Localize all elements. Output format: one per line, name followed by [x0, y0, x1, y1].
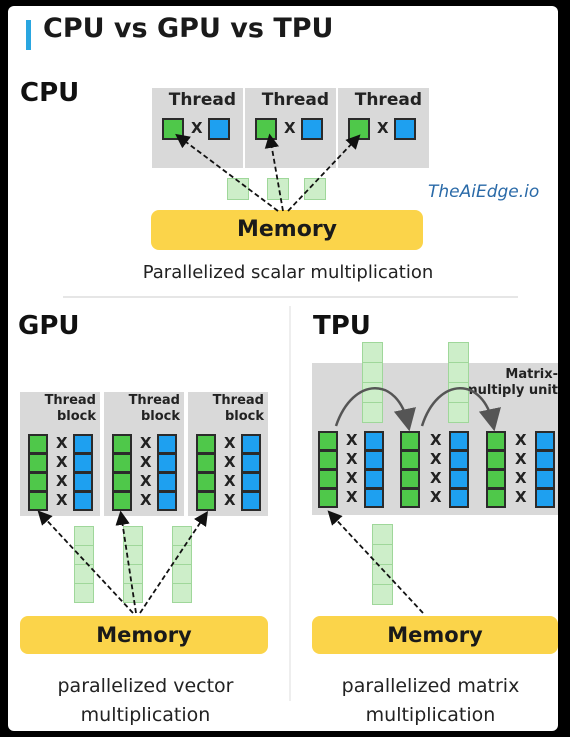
- section-divider: [63, 296, 518, 298]
- cpu-multiply-sign: X: [377, 119, 389, 137]
- gpu-multiply-sign: X: [56, 434, 68, 452]
- gpu-multiply-sign: X: [56, 491, 68, 509]
- gpu-vector-blue-cell: [157, 491, 177, 511]
- watermark: TheAiEdge.io: [428, 182, 540, 202]
- tpu-multiply-sign: X: [515, 469, 527, 487]
- panel: CPU vs GPU vs TPU CPU Thread Thread Thre…: [8, 6, 558, 731]
- tpu-multiply-sign: X: [430, 450, 442, 468]
- tpu-unit-label: Matrix-multiply unit: [464, 367, 558, 398]
- tpu-multiply-sign: X: [346, 431, 358, 449]
- cpu-multiply-sign: X: [191, 119, 203, 137]
- gpu-multiply-sign: X: [140, 453, 152, 471]
- gpu-memory-block: Memory: [20, 616, 268, 654]
- tpu-matrix-blue-cell: [449, 488, 469, 508]
- gpu-arrow: [139, 511, 208, 614]
- tpu-memory-block: Memory: [312, 616, 558, 654]
- cpu-multiply-sign: X: [284, 119, 296, 137]
- gpu-multiply-sign: X: [140, 434, 152, 452]
- tpu-section-title: TPU: [313, 311, 371, 341]
- tpu-multiply-sign: X: [515, 488, 527, 506]
- tpu-matrix-blue-cell: [364, 488, 384, 508]
- tpu-matrix-blue-cell: [535, 488, 555, 508]
- gpu-multiply-sign: X: [224, 491, 236, 509]
- tpu-matrix-multiply-unit: [312, 363, 558, 515]
- tpu-multiply-sign: X: [515, 431, 527, 449]
- cpu-thread-label: Thread: [354, 90, 422, 110]
- cpu-thread-label: Thread: [168, 90, 236, 110]
- gpu-arrow: [37, 510, 134, 614]
- tpu-moving-vector-cell: [448, 402, 469, 423]
- tpu-multiply-sign: X: [430, 488, 442, 506]
- cpu-moving-scalar: [304, 178, 326, 200]
- gpu-arrow: [115, 510, 137, 614]
- cpu-thread-label: Thread: [261, 90, 329, 110]
- gpu-vector-green-cell: [112, 491, 132, 511]
- tpu-arrow: [327, 510, 424, 614]
- section-divider-vertical: [289, 306, 291, 701]
- cpu-arrow: [175, 133, 279, 212]
- gpu-multiply-sign: X: [56, 472, 68, 490]
- cpu-scalar-blue: [208, 118, 230, 140]
- cpu-section-title: CPU: [20, 78, 80, 108]
- gpu-section-title: GPU: [18, 311, 80, 341]
- gpu-multiply-sign: X: [56, 453, 68, 471]
- gpu-multiply-sign: X: [224, 434, 236, 452]
- gpu-vector-blue-cell: [73, 491, 93, 511]
- gpu-moving-vector-cell: [74, 583, 94, 603]
- tpu-multiply-sign: X: [430, 431, 442, 449]
- gpu-vector-green-cell: [28, 491, 48, 511]
- tpu-multiply-sign: X: [430, 469, 442, 487]
- tpu-systolic-arrow: [334, 387, 416, 432]
- tpu-moving-vector-cell: [362, 402, 383, 423]
- cpu-arrow: [287, 134, 361, 212]
- cpu-caption: Parallelized scalar multiplication: [142, 262, 434, 283]
- tpu-multiply-sign: X: [515, 450, 527, 468]
- gpu-multiply-sign: X: [140, 491, 152, 509]
- tpu-systolic-arrow: [420, 387, 501, 432]
- data-flow-arrows: [37, 133, 501, 614]
- page-title: CPU vs GPU vs TPU: [43, 13, 334, 44]
- gpu-multiply-sign: X: [224, 453, 236, 471]
- tpu-multiply-sign: X: [346, 450, 358, 468]
- tpu-multiply-sign: X: [346, 488, 358, 506]
- title-accent-bar: [26, 20, 31, 50]
- cpu-memory-block: Memory: [151, 210, 423, 250]
- gpu-moving-vector-cell: [172, 583, 192, 603]
- tpu-matrix-green-cell: [486, 488, 506, 508]
- cpu-scalar-blue: [394, 118, 416, 140]
- tpu-multiply-sign: X: [346, 469, 358, 487]
- tpu-matrix-green-cell: [318, 488, 338, 508]
- gpu-vector-blue-cell: [241, 491, 261, 511]
- cpu-scalar-blue: [301, 118, 323, 140]
- cpu-arrow: [264, 133, 284, 212]
- gpu-vector-green-cell: [196, 491, 216, 511]
- gpu-multiply-sign: X: [140, 472, 152, 490]
- gpu-multiply-sign: X: [224, 472, 236, 490]
- tpu-matrix-green-cell: [400, 488, 420, 508]
- tpu-moving-vector-cell: [372, 584, 393, 605]
